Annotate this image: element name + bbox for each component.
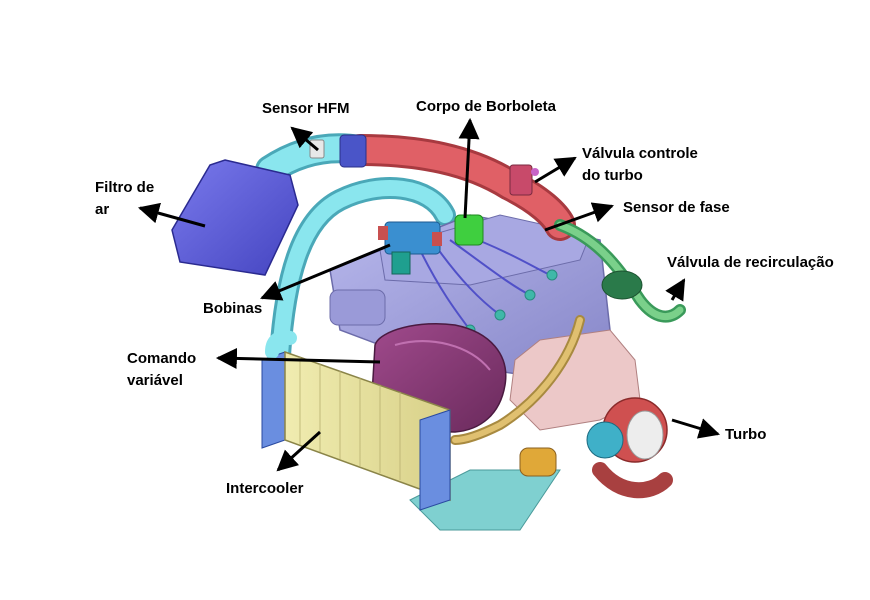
label-valvula-recirculacao: Válvula de recirculação [667,252,834,274]
label-corpo-borboleta: Corpo de Borboleta [416,96,556,118]
arrow-comando-variavel [218,358,380,362]
label-intercooler: Intercooler [226,478,304,500]
arrow-valvula-controle [535,158,575,182]
label-comando-variavel: Comando variável [127,348,196,392]
label-turbo: Turbo [725,424,766,446]
label-filtro-ar: Filtro de ar [95,177,154,221]
label-bobinas: Bobinas [203,298,262,320]
air-filter [172,160,298,275]
label-sensor-fase: Sensor de fase [623,197,730,219]
label-valvula-controle-turbo: Válvula controle do turbo [582,143,698,187]
label-sensor-hfm: Sensor HFM [262,98,350,120]
arrow-turbo [672,420,718,434]
throttle-body [455,215,483,245]
arrow-valvula-recirculacao [672,280,684,300]
